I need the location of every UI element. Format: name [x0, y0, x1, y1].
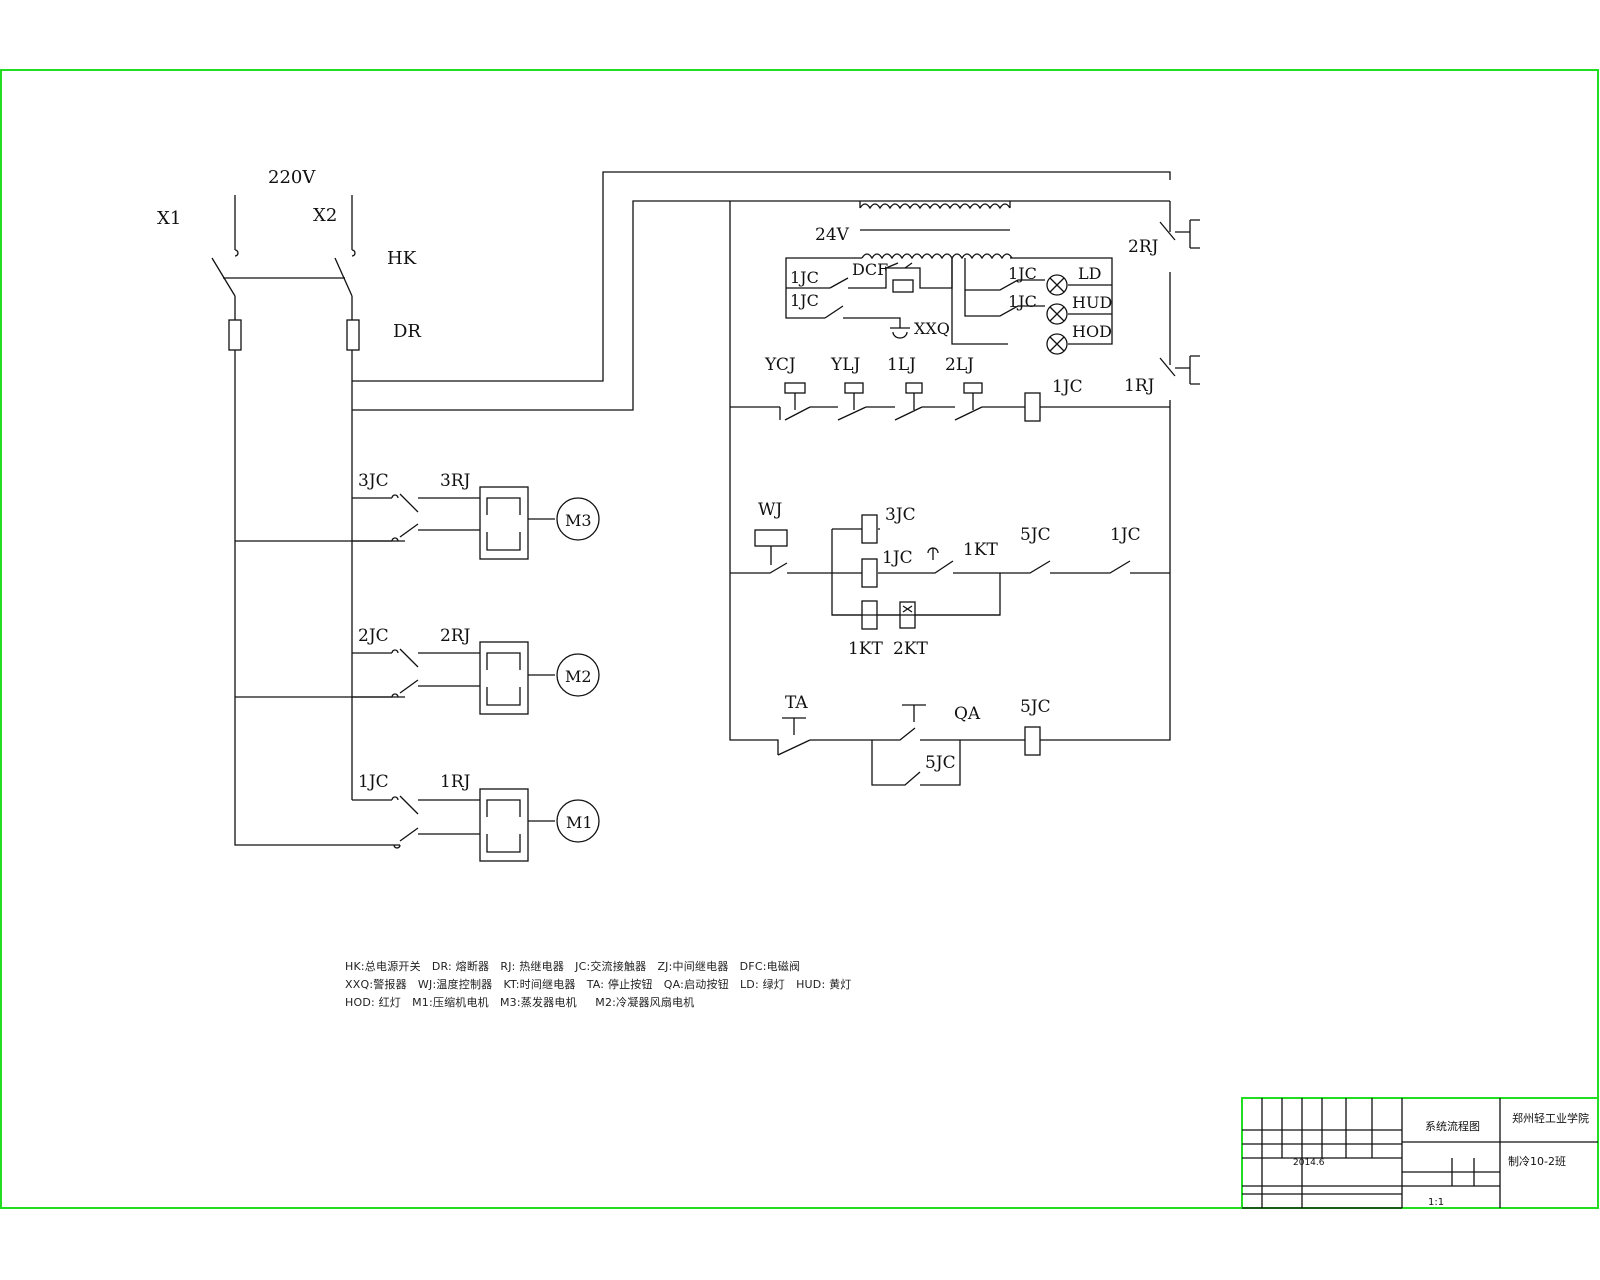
line-x2-label: X2 — [313, 205, 337, 226]
switch-1lj: 1LJ — [887, 355, 955, 421]
overload-contacts: 2RJ 1RJ — [1124, 219, 1200, 396]
buzzer-label: XXQ — [914, 319, 950, 338]
sheet-border — [0, 69, 1599, 1209]
switch-2lj: 2LJ — [945, 355, 1025, 421]
coil-3jc-label: 3JC — [885, 505, 916, 525]
timer-row: WJ 3JC 1JC 1KT 5JC 1JC 1KT 2KT — [730, 500, 1170, 659]
secondary-voltage-label: 24V — [815, 225, 850, 245]
legend-line-2: XXQ:警报器 WJ:温度控制器 KT:时间继电器 TA: 停止按钮 QA:启动… — [345, 978, 852, 991]
svg-text:YCJ: YCJ — [764, 355, 796, 375]
motor-m3-label: M3 — [565, 511, 592, 530]
coil-5jc-label: 5JC — [1020, 697, 1051, 717]
contact-1jc-d: 1JC — [1008, 292, 1037, 311]
class-name: 制冷10-2班 — [1508, 1155, 1566, 1168]
line-x1-label: X1 — [157, 208, 181, 229]
legend-line-3: HOD: 红灯 M1:压缩机电机 M3:蒸发器电机 M2:冷凝器风扇电机 — [345, 996, 695, 1009]
school-name: 郑州轻工业学院 — [1512, 1111, 1589, 1125]
contactor-2jc-label: 2JC — [358, 626, 389, 646]
overload-1rj-label: 1RJ — [1124, 376, 1155, 396]
relay-1rj-label: 1RJ — [440, 772, 471, 792]
coil-1jc-label: 1JC — [1052, 377, 1083, 397]
contact-1jc-right-label: 1JC — [1110, 525, 1141, 545]
timer-1kt-contact-label: 1KT — [963, 540, 999, 560]
motor-branch-m1: 1JC 1RJ M1 — [352, 772, 600, 862]
voltage-label: 220V — [268, 167, 316, 188]
drawing-name: 系统流程图 — [1425, 1119, 1480, 1133]
drawing-date: 2014.6 — [1293, 1158, 1325, 1168]
fuse-label: DR — [393, 321, 421, 342]
coil-1kt-label: 1KT — [848, 639, 884, 659]
start-stop-row: TA QA 5JC 5JC — [760, 693, 1051, 786]
drawing-scale: 1:1 — [1428, 1197, 1444, 1208]
indicator-circuit: 1JC 1JC DCF XXQ 1JC 1JC LD HUD HOD — [785, 257, 1113, 355]
contactor-1jc-label: 1JC — [358, 772, 389, 792]
svg-text:YLJ: YLJ — [830, 355, 861, 375]
relay-2rj-label: 2RJ — [440, 626, 471, 646]
thermostat-label: WJ — [758, 500, 782, 520]
lamp-hod-label: HOD — [1072, 322, 1112, 341]
title-block: 系统流程图 郑州轻工业学院 制冷10-2班 2014.6 1:1 — [1241, 1097, 1599, 1209]
svg-text:2LJ: 2LJ — [945, 355, 974, 375]
legend-line-1: HK:总电源开关 DR: 熔断器 RJ: 热继电器 JC:交流接触器 ZJ:中间… — [345, 960, 801, 973]
overload-2rj-label: 2RJ — [1128, 237, 1159, 257]
contact-1jc-a: 1JC — [790, 268, 819, 287]
timer-2kt-label: 2KT — [893, 639, 929, 659]
contact-1jc-c: 1JC — [1008, 264, 1037, 283]
stop-button-label: TA — [785, 693, 808, 713]
motor-m1-label: M1 — [566, 813, 593, 832]
switch-ylj: YLJ — [830, 355, 895, 421]
switch-ycj: YCJ — [764, 355, 838, 421]
contactor-3jc-label: 3JC — [358, 471, 389, 491]
relay-3rj-label: 3RJ — [440, 471, 471, 491]
lamp-ld-label: LD — [1078, 264, 1101, 283]
motor-branch-m3: 3JC 3RJ M3 — [352, 471, 600, 560]
coil-1jc-mid-label: 1JC — [882, 548, 913, 568]
motor-branch-m2: 2JC 2RJ M2 — [352, 626, 600, 715]
hold-5jc-label: 5JC — [925, 753, 956, 773]
contact-1jc-b: 1JC — [790, 291, 819, 310]
contact-5jc-label: 5JC — [1020, 525, 1051, 545]
transformer: 24V — [815, 201, 1013, 260]
start-button-label: QA — [954, 704, 981, 724]
motor-m2-label: M2 — [565, 667, 592, 686]
svg-text:1LJ: 1LJ — [887, 355, 916, 375]
dcf-label: DCF — [852, 260, 888, 279]
main-switch-label: HK — [387, 248, 417, 269]
protection-row: YCJ YLJ 1LJ 2LJ 1JC — [730, 355, 1170, 422]
lamp-hud-label: HUD — [1072, 293, 1112, 312]
